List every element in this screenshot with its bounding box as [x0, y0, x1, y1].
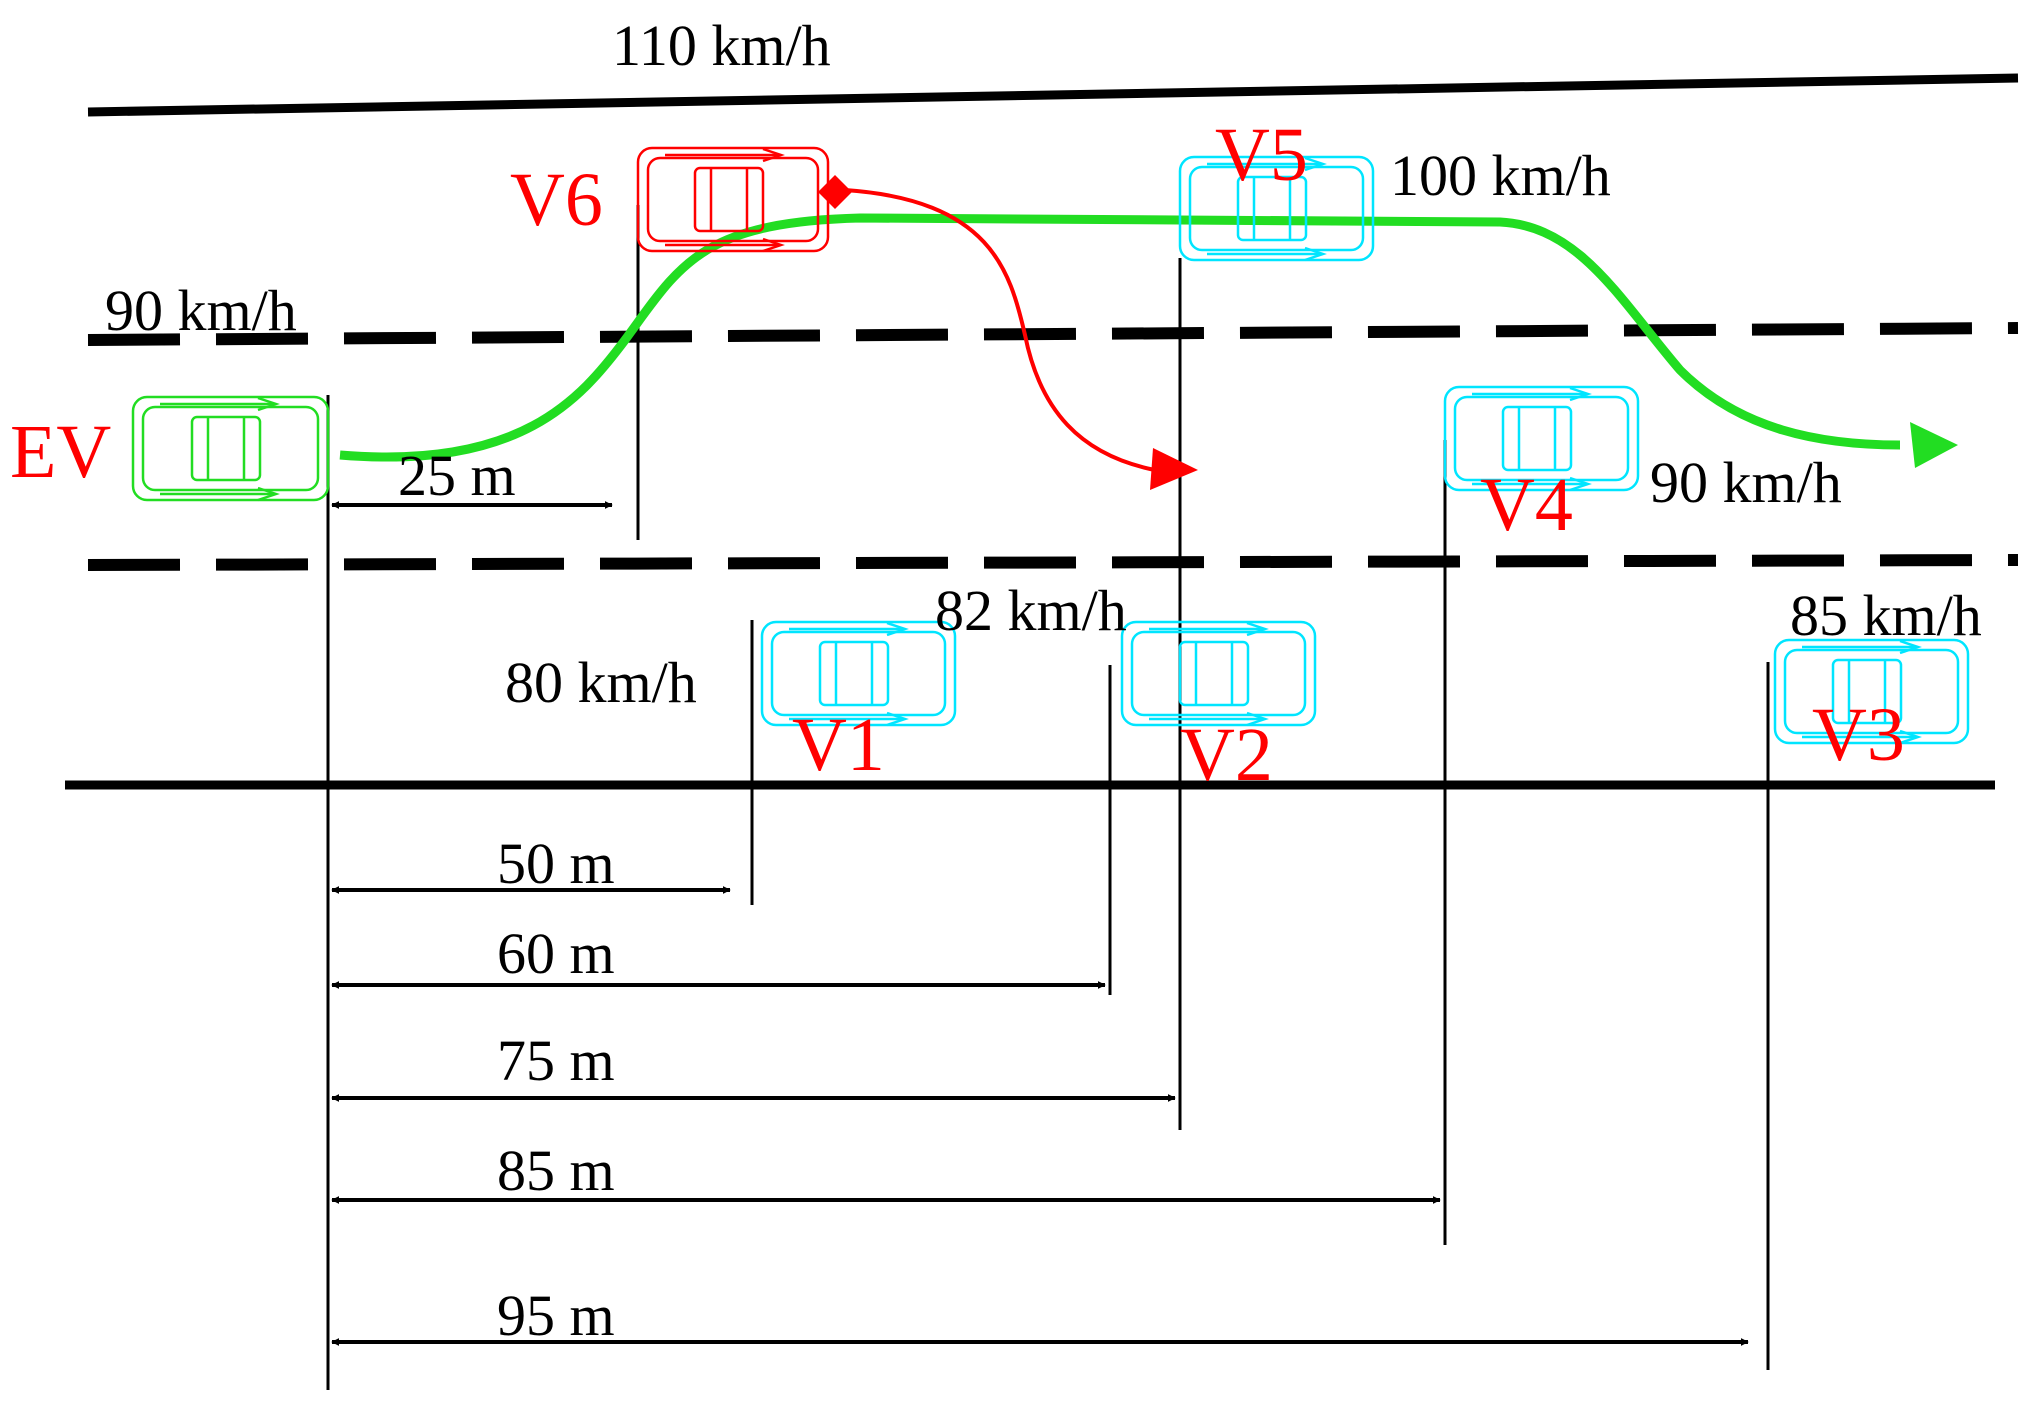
v6-start-marker: [818, 175, 852, 209]
v4-label: V4: [1480, 463, 1573, 547]
v1-car: [760, 620, 957, 727]
v2-label: V2: [1180, 713, 1273, 797]
distance-label-v5: 75 m: [497, 1028, 615, 1093]
v4-car: [1443, 385, 1640, 492]
road-top-edge: [87, 73, 2019, 117]
v6-car: [636, 146, 830, 253]
distance-label-v1: 50 m: [497, 831, 615, 896]
top-lane-speed-label: 110 km/h: [612, 13, 831, 78]
lane-divider-upper: [87, 322, 2019, 346]
v4-speed-label: 90 km/h: [1650, 450, 1842, 515]
distance-label-v6: 25 m: [398, 443, 516, 508]
v2-speed-label: 82 km/h: [935, 578, 1127, 643]
v1-speed-label: 80 km/h: [505, 650, 697, 715]
middle-lane-speed-label: 90 km/h: [105, 278, 297, 343]
v5-speed-label: 100 km/h: [1390, 143, 1611, 208]
v2-car: [1120, 620, 1317, 727]
v6-trajectory: [844, 188, 1156, 472]
distance-label-v3: 95 m: [497, 1283, 615, 1348]
ev-label: EV: [10, 410, 111, 494]
lane-divider-lower: [87, 554, 2019, 571]
v3-speed-label: 85 km/h: [1790, 583, 1982, 648]
distance-label-v4: 85 m: [497, 1138, 615, 1203]
ev-trajectory: [339, 213, 1901, 462]
v6-trajectory-arrowhead: [1150, 448, 1198, 490]
v3-car: [1773, 638, 1970, 745]
distance-label-v2: 60 m: [497, 921, 615, 986]
v5-car: [1178, 155, 1375, 262]
v1-label: V1: [792, 703, 885, 787]
ev-trajectory-arrowhead: [1910, 422, 1958, 468]
v3-label: V3: [1812, 693, 1905, 777]
v6-label: V6: [510, 158, 603, 242]
v5-label: V5: [1215, 113, 1308, 197]
ev-car: [131, 395, 330, 502]
